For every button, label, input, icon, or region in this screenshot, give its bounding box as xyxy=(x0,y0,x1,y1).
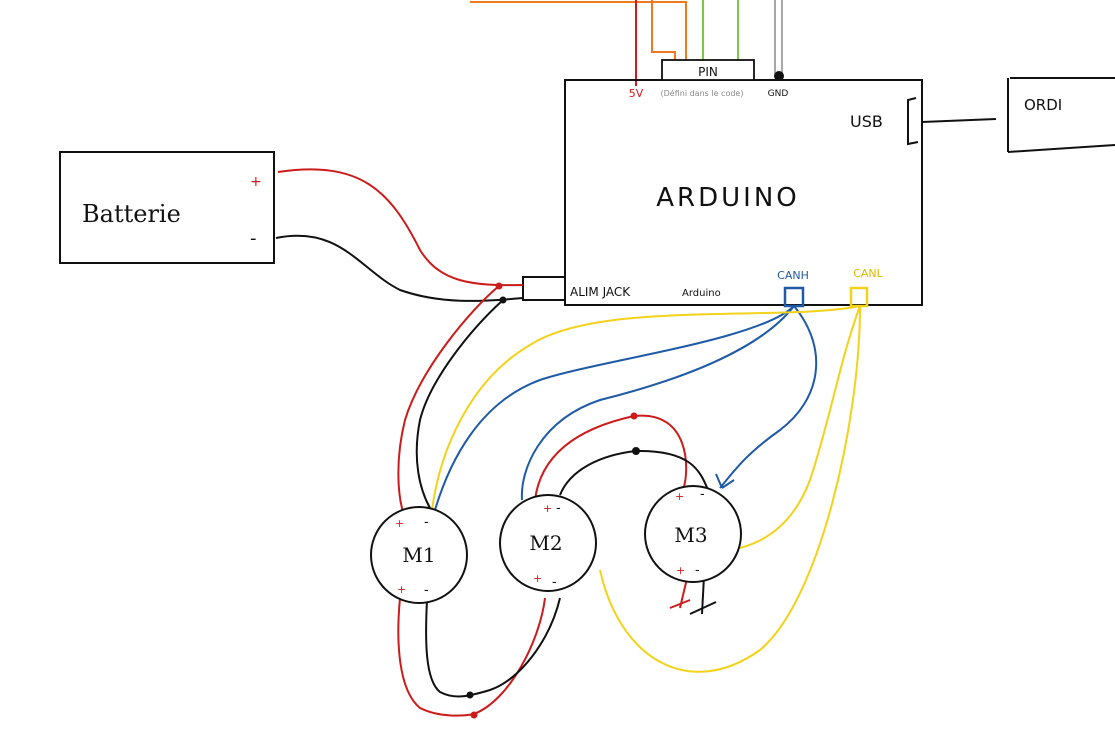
m2-m3-positive-wire xyxy=(534,414,688,501)
motor-m3-minus-top: - xyxy=(700,487,705,502)
canh-connector xyxy=(783,286,805,308)
usb-port xyxy=(907,97,919,146)
motor-m1-minus-bottom: - xyxy=(424,583,429,598)
gnd-junction xyxy=(774,71,784,81)
motor-m2-plus-top: + xyxy=(543,502,552,515)
pin-5v-label: 5V xyxy=(629,87,644,100)
pin-label: PIN xyxy=(698,65,718,79)
power-jack xyxy=(522,276,566,301)
orange-wire-a xyxy=(470,1,687,60)
bottom-negative-junction xyxy=(466,691,474,699)
usb-cable xyxy=(921,118,997,123)
canl-connector xyxy=(849,286,869,308)
battery: Batterie + - xyxy=(59,151,275,264)
m2-m3-positive-junction xyxy=(630,412,638,420)
top-signal-wires xyxy=(470,0,783,86)
computer-outline xyxy=(1007,77,1115,153)
motor-m3-plus-bottom: + xyxy=(676,564,685,577)
can-low-bus xyxy=(431,305,861,673)
can-high-arrow xyxy=(715,473,735,489)
pin-note: (Défini dans le code) xyxy=(661,88,744,98)
jack-label: ALIM JACK xyxy=(570,285,631,299)
orange-wire-b xyxy=(651,0,676,60)
motor-m1-minus-top: - xyxy=(424,515,429,530)
m1-negative-wire xyxy=(415,299,504,509)
usb-label: USB xyxy=(850,112,883,131)
battery-minus: - xyxy=(250,228,257,249)
bottom-positive-junction xyxy=(470,711,478,719)
motor-m1-plus-top: + xyxy=(395,517,404,530)
motor-m2: M2 + - + - xyxy=(499,494,597,592)
can-high-bus xyxy=(434,305,818,511)
computer: ORDI xyxy=(1007,77,1115,153)
bottom-positive-wire xyxy=(397,597,546,717)
battery-plus: + xyxy=(250,174,262,190)
motor-m2-body xyxy=(499,494,597,592)
arduino-label: ARDUINO xyxy=(656,183,799,213)
motor-m3: M3 + - + - xyxy=(644,485,742,583)
computer-label: ORDI xyxy=(1024,96,1062,114)
motor-m3-plus-top: + xyxy=(675,490,684,503)
pin-gnd-label: GND xyxy=(768,89,789,99)
motor-m3-body xyxy=(644,485,742,583)
pin-header xyxy=(661,59,755,81)
motor-m3-label: M3 xyxy=(674,523,707,547)
battery-positive-wire xyxy=(277,168,524,287)
m3-negative-stub xyxy=(689,575,717,615)
motor-m2-minus-bottom: - xyxy=(552,575,557,590)
battery-negative-wire xyxy=(275,234,524,302)
motor-m1-plus-bottom: + xyxy=(397,583,406,596)
arduino-board: PIN (Défini dans le code) 5V GND ARDUINO… xyxy=(522,59,923,308)
canl-label: CANL xyxy=(853,267,883,280)
motor-m2-label: M2 xyxy=(529,531,562,555)
motor-m3-minus-bottom: - xyxy=(695,563,700,578)
motor-m1-body xyxy=(370,506,468,604)
battery-label: Batterie xyxy=(82,200,181,228)
bottom-negative-wire xyxy=(425,597,561,698)
m1-positive-wire xyxy=(397,285,500,513)
m2-m3-negative-junction xyxy=(632,447,640,455)
motor-m1: M1 + - + - xyxy=(370,506,468,604)
motor-m2-minus-top: - xyxy=(556,501,561,516)
battery-outline xyxy=(59,151,275,264)
motor-m1-label: M1 xyxy=(402,543,435,567)
jack-sub-label: Arduino xyxy=(682,288,721,299)
motor-m2-plus-bottom: + xyxy=(533,572,542,585)
canh-label: CANH xyxy=(777,269,809,282)
